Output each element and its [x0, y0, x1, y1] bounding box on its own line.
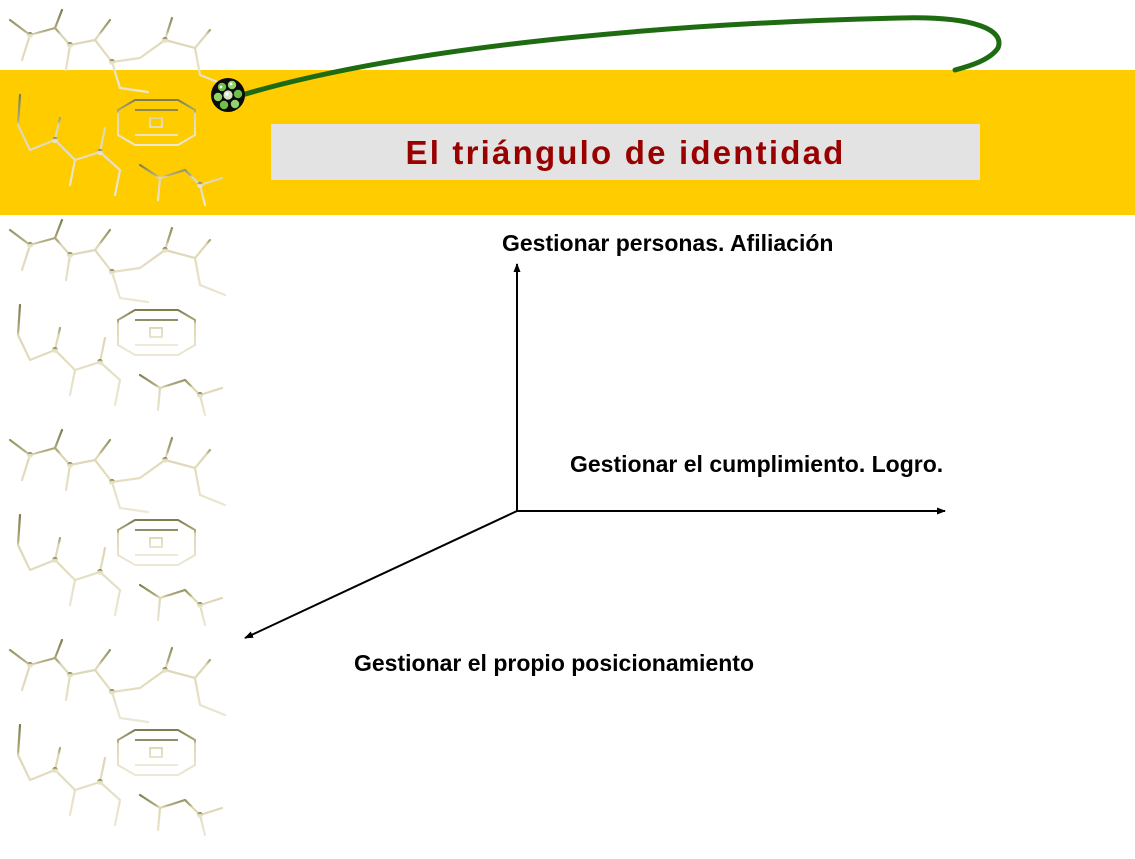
title-box: El triángulo de identidad: [271, 124, 980, 180]
diagonal-axis-arrow: [244, 510, 518, 639]
diagonal-axis-label: Gestionar el propio posicionamiento: [354, 650, 754, 676]
vertical-axis-label: Gestionar personas. Afiliación: [502, 230, 834, 256]
horizontal-axis-label: Gestionar el cumplimiento. Logro.: [570, 451, 944, 477]
slide-title: El triángulo de identidad: [405, 134, 846, 171]
